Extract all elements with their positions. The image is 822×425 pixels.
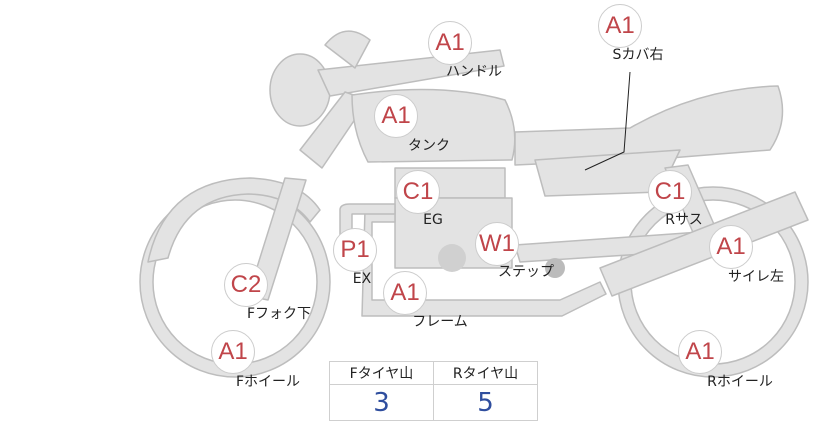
marker-engine[interactable]: C1	[396, 170, 440, 214]
label-silencer-l: サイレ左	[728, 269, 784, 285]
label-r-sus: Rサス	[665, 212, 703, 228]
label-exhaust: EX	[352, 271, 372, 287]
marker-silencer-l[interactable]: A1	[709, 225, 753, 269]
tire-table-header-row: Fタイヤ山 Rタイヤ山	[329, 361, 538, 385]
label-r-wheel: Rホイール	[707, 374, 773, 390]
label-engine: EG	[423, 212, 443, 228]
marker-f-wheel[interactable]: A1	[211, 330, 255, 374]
label-f-fork-low: Fフォク下	[246, 306, 312, 322]
rear-tire-value[interactable]: 5	[433, 384, 538, 421]
marker-tank[interactable]: A1	[374, 94, 418, 138]
label-tank: タンク	[408, 138, 450, 154]
label-f-wheel: Fホイール	[235, 374, 301, 390]
muffler-shape	[599, 191, 809, 297]
tire-tread-table: Fタイヤ山 Rタイヤ山 3 5	[329, 361, 538, 421]
leader-line-s-cover	[584, 71, 631, 171]
marker-s-cover-r[interactable]: A1	[598, 4, 642, 48]
marker-frame[interactable]: A1	[383, 271, 427, 315]
tire-table-value-row: 3 5	[329, 384, 538, 421]
marker-r-wheel[interactable]: A1	[678, 330, 722, 374]
seat-shape	[514, 85, 784, 166]
label-step: ステップ	[498, 264, 554, 280]
front-tire-header: Fタイヤ山	[329, 361, 434, 385]
marker-r-sus[interactable]: C1	[648, 170, 692, 214]
label-s-cover-r: Sカバ右	[612, 47, 664, 63]
label-frame: フレーム	[412, 314, 468, 330]
rear-tire-header: Rタイヤ山	[433, 361, 538, 385]
marker-f-fork-low[interactable]: C2	[224, 263, 268, 307]
marker-handle[interactable]: A1	[428, 21, 472, 65]
marker-step[interactable]: W1	[475, 222, 519, 266]
marker-exhaust[interactable]: P1	[333, 228, 377, 272]
front-tire-value[interactable]: 3	[329, 384, 434, 421]
label-handle: ハンドル	[446, 64, 502, 80]
